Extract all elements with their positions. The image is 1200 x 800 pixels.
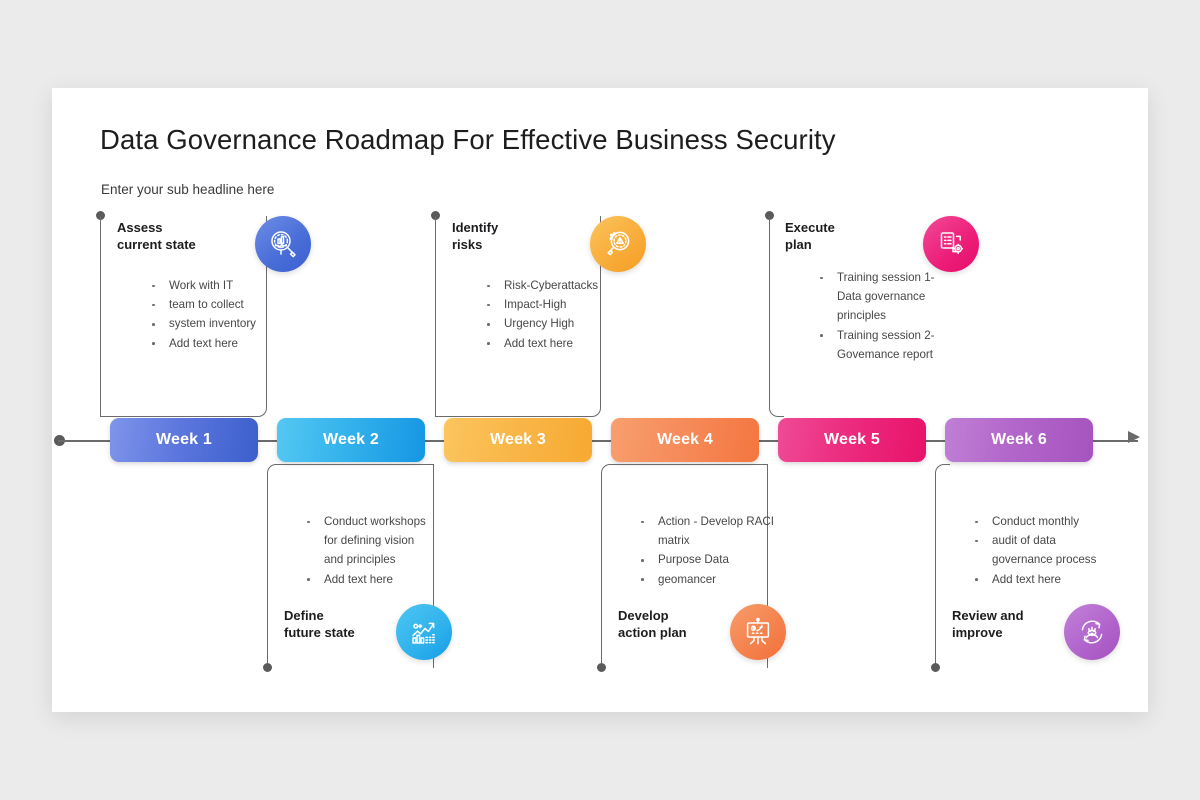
milestone-define-bullets: Conduct workshops for defining vision an… — [302, 512, 492, 589]
list-item: Impact-High — [482, 295, 662, 314]
list-item: Add text here — [970, 570, 1160, 589]
milestone-execute-heading: Execute plan — [785, 220, 835, 252]
growth-chart-icon — [396, 604, 452, 660]
connector-execute — [769, 216, 784, 417]
connector-dot-assess — [96, 211, 105, 220]
list-item: Conduct workshops for defining vision an… — [302, 512, 492, 570]
list-item: geomancer — [636, 570, 826, 589]
milestone-assess-heading: Assess current state — [117, 220, 196, 252]
list-item: Risk-Cyberattacks — [482, 276, 662, 295]
week-pill-5[interactable]: Week 5 — [778, 418, 926, 462]
presentation-board-icon — [730, 604, 786, 660]
list-item: system inventory — [147, 314, 327, 333]
week-pill-6[interactable]: Week 6 — [945, 418, 1093, 462]
milestone-assess-bullets: Work with IT team to collect system inve… — [147, 276, 327, 353]
list-item: team to collect — [147, 295, 327, 314]
timeline-line — [58, 440, 1138, 442]
list-item: Work with IT — [147, 276, 327, 295]
milestone-review-bullets: Conduct monthly audit of data governance… — [970, 512, 1160, 589]
list-item: Add text here — [482, 334, 662, 353]
milestone-review-heading: Review and improve — [952, 608, 1024, 640]
connector-define — [267, 464, 434, 668]
week-pill-3[interactable]: Week 3 — [444, 418, 592, 462]
connector-dot-define — [263, 663, 272, 672]
milestone-execute: Execute plan Training session 1- Data go… — [785, 216, 985, 361]
list-item: Training session 1- Data governance prin… — [815, 268, 995, 326]
list-item: audit of data governance process — [970, 531, 1160, 569]
milestone-identify-bullets: Risk-Cyberattacks Impact-High Urgency Hi… — [482, 276, 662, 353]
connector-identify — [435, 216, 601, 417]
slide-canvas: Data Governance Roadmap For Effective Bu… — [52, 88, 1148, 712]
list-item: Conduct monthly — [970, 512, 1160, 531]
list-item: Add text here — [147, 334, 327, 353]
connector-review — [935, 464, 950, 668]
connector-dot-execute — [765, 211, 774, 220]
connector-dot-review — [931, 663, 940, 672]
milestone-define-heading: Define future state — [284, 608, 355, 640]
week-pill-2[interactable]: Week 2 — [277, 418, 425, 462]
connector-dot-identify — [431, 211, 440, 220]
milestone-identify: Identify risks Risk-Cyberattacks Imp — [452, 216, 652, 350]
checklist-gear-icon — [923, 216, 979, 272]
connector-dot-develop — [597, 663, 606, 672]
page-subtitle: Enter your sub headline here — [101, 182, 275, 197]
connector-assess — [100, 216, 267, 417]
gear-refresh-people-icon — [1064, 604, 1120, 660]
milestone-execute-bullets: Training session 1- Data governance prin… — [815, 268, 995, 364]
list-item: Training session 2- Govemance report — [815, 326, 995, 364]
milestone-develop-heading: Develop action plan — [618, 608, 687, 640]
list-item: Urgency High — [482, 314, 662, 333]
connector-develop — [601, 464, 768, 668]
week-pill-4[interactable]: Week 4 — [611, 418, 759, 462]
week-pill-1[interactable]: Week 1 — [110, 418, 258, 462]
list-item: Purpose Data — [636, 550, 826, 569]
page-title: Data Governance Roadmap For Effective Bu… — [100, 124, 836, 155]
milestone-identify-heading: Identify risks — [452, 220, 499, 252]
magnifier-warning-icon — [590, 216, 646, 272]
milestone-assess: Assess current state Work with IT team t… — [117, 216, 317, 350]
list-item: Action - Develop RACI matrix — [636, 512, 826, 550]
magnifier-chart-icon — [255, 216, 311, 272]
milestone-develop-bullets: Action - Develop RACI matrix Purpose Dat… — [636, 512, 826, 589]
timeline-arrow-icon — [1128, 431, 1140, 443]
list-item: Add text here — [302, 570, 492, 589]
